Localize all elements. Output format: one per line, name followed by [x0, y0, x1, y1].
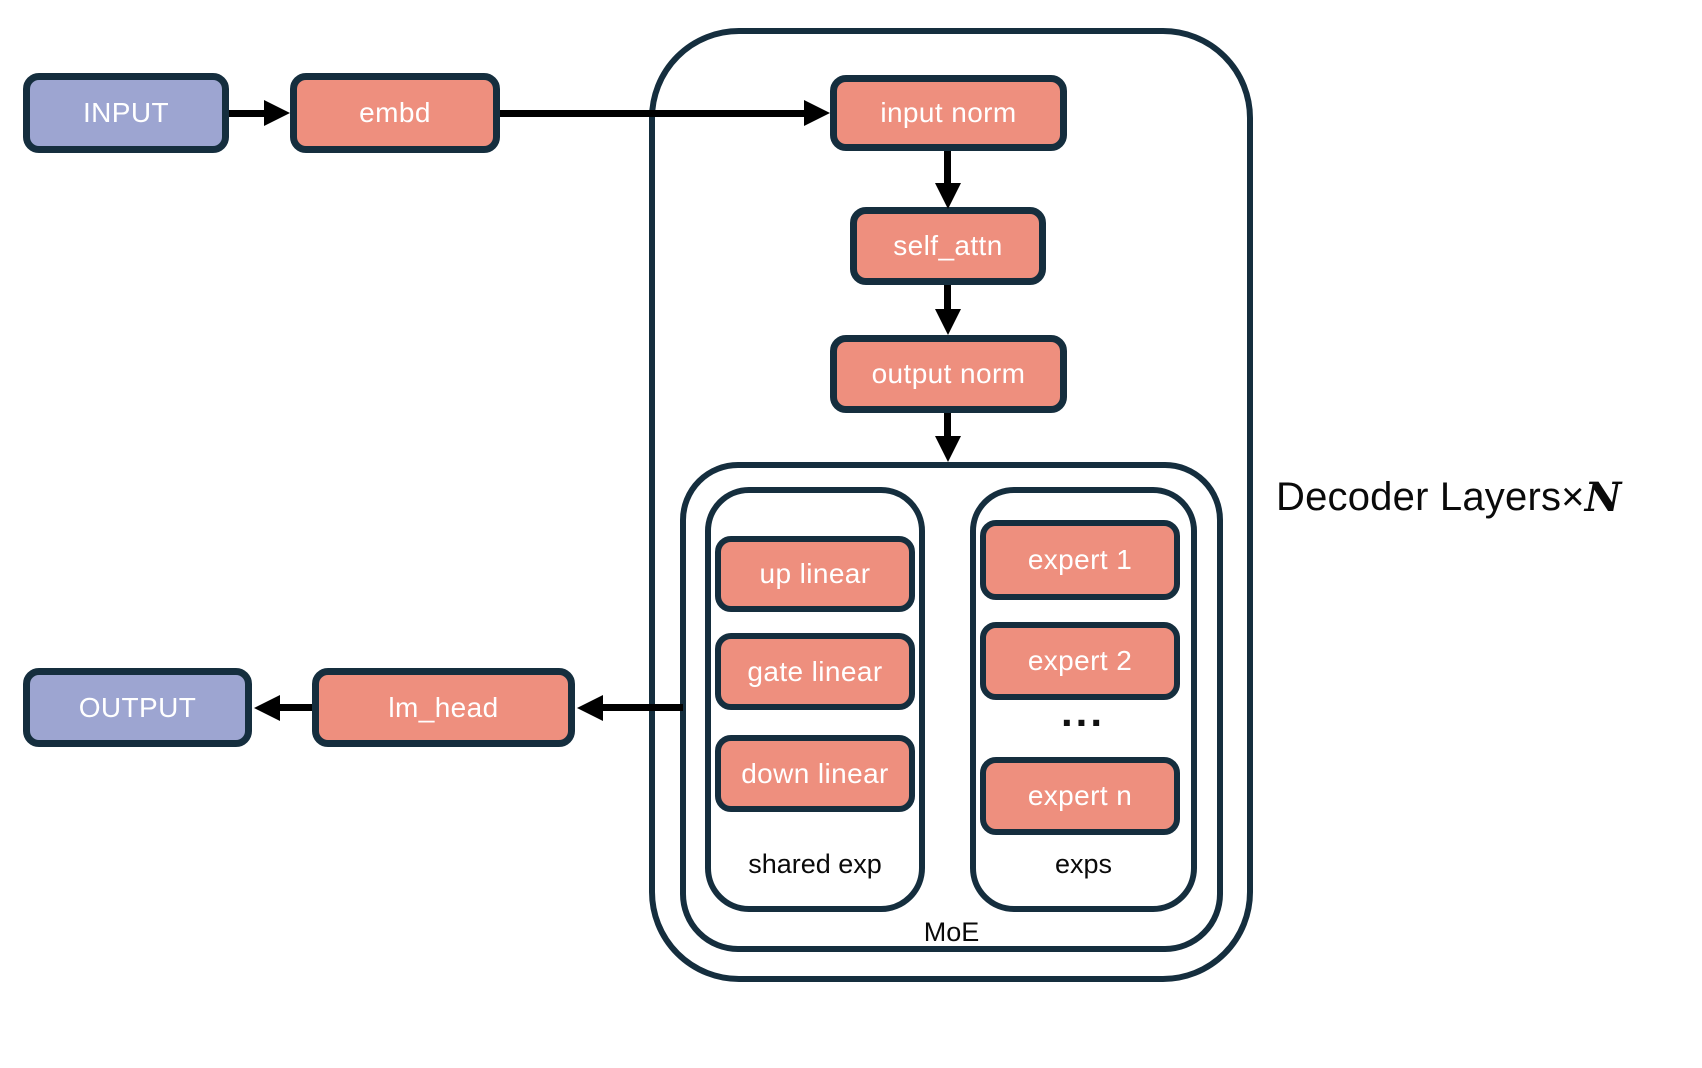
arrow-head	[264, 100, 290, 126]
arrow-head	[935, 309, 961, 335]
embd-node: embd	[290, 73, 500, 153]
lm-head-node: lm_head	[312, 668, 575, 747]
decoder-layers-container	[649, 28, 1253, 982]
input-norm-node-label: input norm	[880, 97, 1017, 128]
expert-2-node-label: expert 2	[1027, 645, 1133, 676]
self-attn-node: self_attn	[850, 207, 1046, 285]
lm-head-node-label: lm_head	[388, 691, 499, 723]
decoder-layers-annotation-text: Decoder Layers	[1276, 474, 1562, 519]
arrow-head	[254, 695, 280, 721]
expert-n-node-label: expert n	[1027, 780, 1133, 811]
embd-node-label: embd	[359, 97, 431, 128]
input-node: INPUT	[23, 73, 229, 153]
arrow-head	[935, 436, 961, 462]
arrow-shaft	[944, 413, 951, 436]
input-node-label: INPUT	[83, 97, 169, 128]
arrow-shaft	[603, 704, 683, 711]
arrow-head	[577, 695, 603, 721]
moe-caption-text: MoE	[923, 916, 980, 947]
expert-n-node: expert n	[980, 757, 1180, 835]
experts-ellipsis: ...	[1040, 688, 1126, 735]
output-norm-node-label: output norm	[871, 358, 1026, 389]
expert-1-node: expert 1	[980, 520, 1180, 600]
up-linear-node: up linear	[715, 536, 915, 612]
shared-expert-container	[705, 487, 925, 912]
moe-caption: MoE	[680, 914, 1223, 950]
experts-caption-text: exps	[1054, 848, 1113, 879]
gate-linear-node: gate linear	[715, 633, 915, 710]
output-node: OUTPUT	[23, 668, 252, 747]
gate-linear-node-label: gate linear	[747, 655, 883, 687]
up-linear-node-label: up linear	[759, 558, 871, 589]
expert-2-node: expert 2	[980, 622, 1180, 700]
expert-1-node-label: expert 1	[1027, 544, 1133, 575]
shared-expert-caption-text: shared exp	[748, 848, 882, 879]
n-symbol: N	[1584, 473, 1622, 521]
experts-caption: exps	[970, 846, 1197, 882]
arrow-head	[935, 183, 961, 209]
self-attn-node-label: self_attn	[893, 230, 1003, 261]
input-norm-node: input norm	[830, 75, 1067, 151]
decoder-layers-annotation: Decoder Layers×N	[1276, 473, 1622, 521]
arrow-shaft	[280, 704, 312, 711]
arrow-head	[804, 100, 830, 126]
down-linear-node: down linear	[715, 735, 915, 812]
output-norm-node: output norm	[830, 335, 1067, 413]
down-linear-node-label: down linear	[741, 757, 889, 789]
arrow-shaft	[229, 110, 264, 117]
moe-container	[680, 462, 1223, 952]
times-symbol: ×	[1561, 474, 1585, 519]
experts-container	[970, 487, 1197, 912]
output-node-label: OUTPUT	[78, 691, 197, 723]
arrow-shaft	[944, 151, 951, 183]
shared-expert-caption: shared exp	[705, 846, 925, 882]
arrow-shaft	[944, 285, 951, 309]
arrow-shaft	[500, 110, 804, 117]
experts-ellipsis-text: ...	[1060, 688, 1105, 735]
